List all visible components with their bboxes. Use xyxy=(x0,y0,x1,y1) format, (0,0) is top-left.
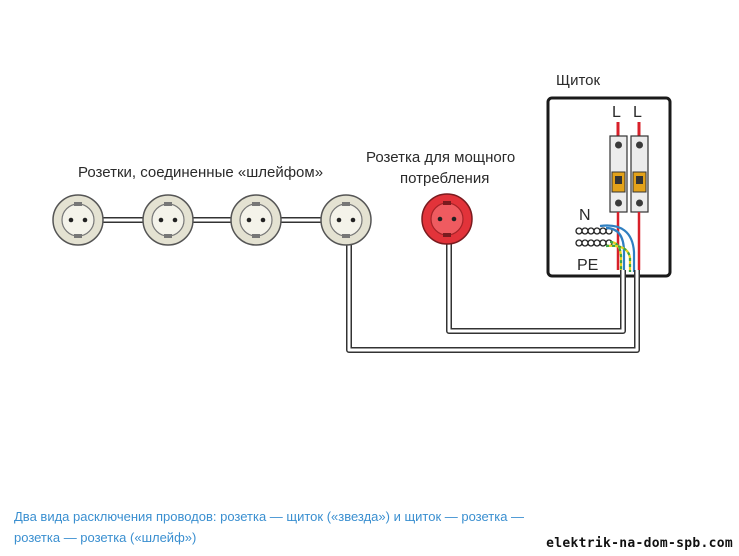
circuit-breaker-icon xyxy=(609,135,649,213)
ground-wires xyxy=(605,240,632,272)
neutral-bus-icon xyxy=(575,227,613,235)
breaker-left-label: L xyxy=(612,104,621,121)
breaker-right-label: L xyxy=(633,104,642,121)
caption-line-1: Два вида расключения проводов: розетка —… xyxy=(14,509,525,524)
socket-1 xyxy=(52,194,104,246)
socket-4 xyxy=(320,194,372,246)
electrical-panel xyxy=(546,96,672,278)
phase-output-wires xyxy=(616,212,641,270)
cable-panel-to-socket-chain xyxy=(346,243,640,353)
watermark: elektrik-na-dom-spb.com xyxy=(546,536,733,551)
neutral-bus-label: N xyxy=(579,207,591,224)
caption-line-2: розетка — розетка («шлейф») xyxy=(14,530,197,545)
socket-chain-label: Розетки, соединенные «шлейфом» xyxy=(78,164,324,181)
socket-2 xyxy=(142,194,194,246)
socket-3 xyxy=(230,194,282,246)
ground-bus-label: PE xyxy=(577,257,599,274)
power-socket xyxy=(421,193,473,245)
phase-input-wires xyxy=(616,122,641,138)
power-socket-label-line1: Розетка для мощного xyxy=(366,149,516,166)
neutral-wires xyxy=(599,224,636,272)
cable-panel-to-power-socket xyxy=(446,243,626,334)
power-socket-label-line2: потребления xyxy=(400,170,490,187)
panel-label: Щиток xyxy=(556,72,601,89)
caption: Два вида расключения проводов: розетка —… xyxy=(14,506,554,548)
